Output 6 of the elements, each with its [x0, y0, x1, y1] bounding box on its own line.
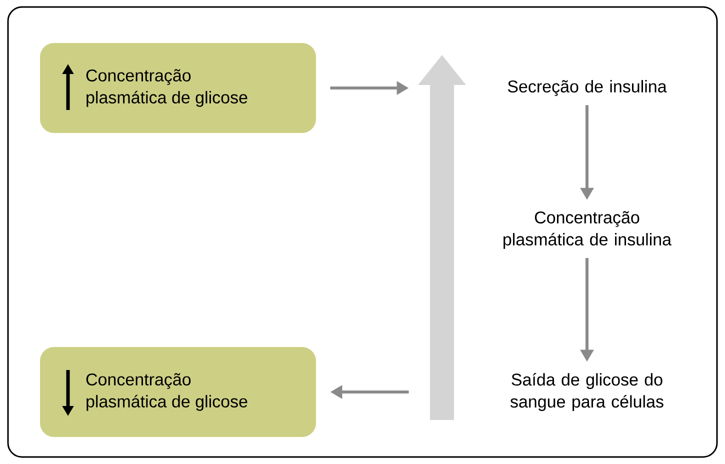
feedback-arrow [418, 55, 466, 420]
step-text: Concentração plasmática de insulina [504, 211, 672, 249]
step-text: Saída de glicose do sangue para células [510, 372, 664, 412]
step-text: Secreção de insulina [508, 80, 667, 96]
glucose-box: Concentração plasmática de glicose [40, 347, 316, 437]
glucose-box: Concentração plasmática de glicose [40, 43, 316, 133]
